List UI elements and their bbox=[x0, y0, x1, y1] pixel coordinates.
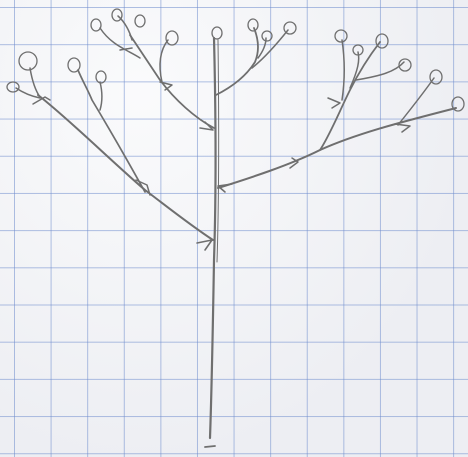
upper-left-branch bbox=[130, 35, 214, 128]
buds bbox=[7, 9, 464, 111]
bud bbox=[262, 31, 272, 41]
right-node-c bbox=[328, 98, 340, 108]
bud bbox=[68, 58, 80, 72]
right-node-b bbox=[395, 124, 410, 132]
upper-center-branch bbox=[216, 28, 258, 95]
bud bbox=[452, 97, 464, 111]
right-sub-upper bbox=[320, 42, 380, 150]
bud bbox=[248, 19, 258, 31]
bud bbox=[135, 15, 145, 27]
bud bbox=[335, 30, 347, 42]
right-branch bbox=[218, 108, 456, 188]
bud bbox=[19, 52, 37, 70]
left-branch bbox=[38, 95, 213, 240]
left-branch-sub bbox=[78, 70, 145, 192]
left-branch-sub2 bbox=[100, 82, 102, 110]
upper-left-twig bbox=[160, 40, 168, 82]
left-branch-node bbox=[197, 240, 212, 250]
bud bbox=[166, 31, 178, 45]
bud bbox=[430, 70, 442, 84]
bud bbox=[91, 19, 101, 31]
upper-left-leaf bbox=[160, 82, 172, 90]
bud bbox=[112, 9, 122, 21]
bud bbox=[376, 34, 388, 48]
bud bbox=[96, 71, 106, 83]
left-branch-twig bbox=[30, 68, 40, 97]
right-sub-upper2 bbox=[342, 40, 344, 100]
main-stem-shadow bbox=[217, 40, 219, 262]
upper-left-twig2 bbox=[100, 28, 140, 58]
bud bbox=[212, 27, 222, 39]
ground-mark bbox=[205, 446, 215, 447]
bud bbox=[284, 22, 296, 34]
bud bbox=[7, 82, 19, 92]
